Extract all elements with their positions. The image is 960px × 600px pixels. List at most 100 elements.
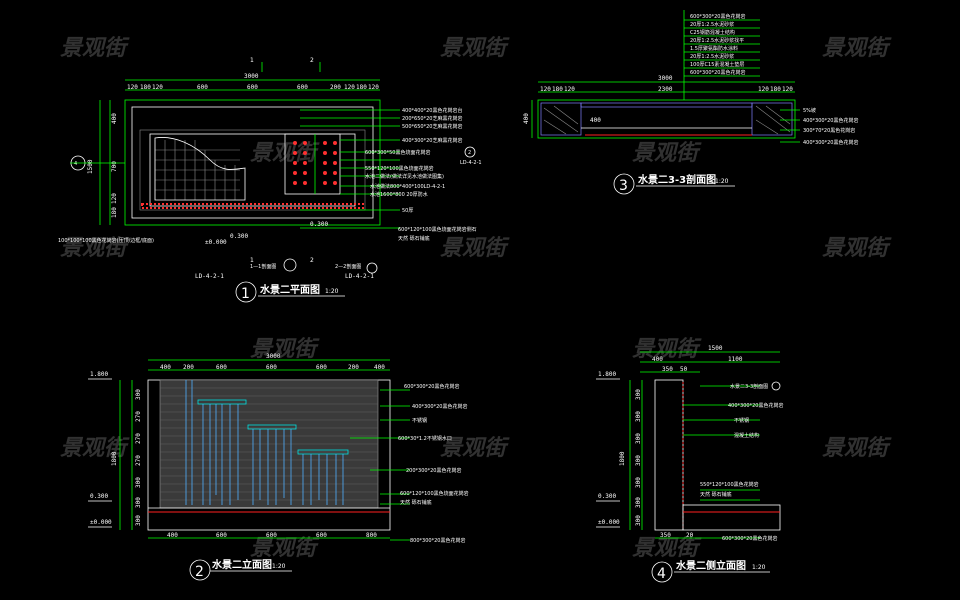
section-wall — [540, 102, 582, 136]
dim-left-total: 1500 — [87, 159, 94, 174]
watermark: 景观街 — [440, 36, 510, 61]
dim-top: 200 — [348, 364, 359, 371]
dim-top: 400 — [160, 364, 171, 371]
view-number: 2 — [195, 564, 204, 580]
note: 天然 砾石铺底 — [400, 499, 432, 506]
detail-ref: LD-4-2-1 — [460, 160, 482, 166]
note: 600*30*1.2不锈钢水口 — [398, 435, 452, 442]
elevation-marker-num: 4 — [74, 161, 77, 167]
dim-top: 200 — [330, 84, 341, 91]
note: 天然 砾石铺底 — [700, 491, 732, 498]
dim-left: 300 — [635, 515, 642, 526]
note: 600*120*100黑色烧面花岗岩 — [400, 490, 469, 497]
dim-left: 300 — [635, 497, 642, 508]
dim-left-total: 1800 — [619, 451, 626, 466]
note: 400*300*20黑色花岗岩 — [803, 117, 858, 124]
note: 50厚 — [402, 208, 413, 214]
watermark: 景观街 — [250, 337, 320, 362]
dim-bottom: 350 — [660, 532, 671, 539]
dim-bottom: 600 — [216, 532, 227, 539]
note: 200*300*20黑色花岗岩 — [406, 467, 461, 474]
dim-top: 180 — [770, 86, 781, 93]
leader-lines — [683, 385, 760, 539]
dim-top: 600 — [247, 84, 258, 91]
leader-lines — [780, 109, 800, 143]
note: 不锈钢 — [734, 417, 749, 424]
callout: 1—1剖面图 — [250, 263, 276, 270]
detail-ref-num: 2 — [468, 150, 471, 156]
elev-label: ±0.000 — [205, 239, 227, 246]
dim-left: 300 — [635, 411, 642, 422]
elev-label: 0.300 — [310, 221, 328, 228]
dim-top: 400 — [652, 356, 663, 363]
note: 100*100*100黑色花岗岩(压顶/边框/底面) — [58, 237, 154, 244]
dim-left: 270 — [135, 411, 142, 422]
dim-bottom: 800 — [366, 532, 377, 539]
watermark: 景观街 — [60, 236, 130, 261]
spout-ledge — [247, 424, 297, 430]
section-outline — [537, 99, 796, 139]
leader-lines — [300, 109, 400, 229]
dim-total: 3000 — [244, 73, 259, 80]
dim-bottom: 20 — [686, 532, 694, 539]
fountain-grid — [284, 133, 341, 195]
section-hatch — [543, 105, 791, 135]
section3-view: 600*300*20黑色花岗岩 20厚1:2.5水泥砂浆 C25钢筋混凝土结构 … — [523, 10, 858, 195]
dim-top: 2300 — [658, 86, 673, 93]
view-number-circle-icon — [651, 561, 673, 583]
ref: LD-4-2-1 — [195, 273, 224, 280]
view-scale: 1:20 — [272, 563, 286, 570]
note: 400*300*20黑色花岗岩 — [728, 402, 783, 409]
note: 600*300*20黑色花岗岩 — [722, 535, 777, 542]
section3-top-notes: 600*300*20黑色花岗岩 20厚1:2.5水泥砂浆 C25钢筋混凝土结构 … — [690, 13, 745, 76]
dim-left: 300 — [135, 497, 142, 508]
dim-left: 400 — [111, 113, 118, 124]
note: 20厚1:2.5水泥砂浆 — [690, 53, 734, 60]
dim-left: 300 — [635, 477, 642, 488]
view-number: 1 — [241, 286, 250, 302]
dim-top: 180 — [552, 86, 563, 93]
view-scale: 1:20 — [715, 178, 729, 185]
dim-bottom: 600 — [266, 532, 277, 539]
dim-left: 180 — [111, 207, 118, 218]
dim-top: 600 — [197, 84, 208, 91]
note: 不锈钢 — [412, 417, 427, 424]
dim-inner: 400 — [590, 117, 601, 124]
dim-top: 600 — [216, 364, 227, 371]
note: 水池二做法(做法详见水池做法图集) — [365, 173, 444, 180]
section-wall — [751, 102, 793, 136]
section-mark: 1 — [250, 57, 254, 64]
level-label: ±0.000 — [90, 519, 112, 526]
dim-total: 1500 — [708, 345, 723, 352]
dim-top2: 350 — [662, 366, 673, 373]
dim-top: 600 — [266, 364, 277, 371]
watermark: 景观街 — [632, 337, 702, 362]
basin-outline — [124, 99, 381, 226]
dim-left: 300 — [635, 455, 642, 466]
elevation2-view: 3000 400 200 600 600 600 200 400 1800 30… — [88, 353, 469, 581]
water-surface — [580, 102, 753, 108]
dim-left: 300 — [135, 515, 142, 526]
section-mark: 2 — [310, 257, 314, 264]
fountain-jets — [293, 141, 337, 185]
dim-top: 400 — [374, 364, 385, 371]
level-label: 0.300 — [598, 493, 616, 500]
note: 100厚C15素混凝土垫层 — [690, 61, 744, 68]
view-number-circle-icon — [189, 559, 211, 581]
dim-left: 700 — [111, 161, 118, 172]
note: 1.5厚聚氨酯防水涂料 — [690, 45, 738, 52]
dim-left: 270 — [135, 433, 142, 444]
side-wall — [654, 379, 684, 531]
watermark: 景观街 — [250, 536, 320, 561]
note: 水池1600*800 20厚防水 — [370, 191, 428, 198]
section-mark: 2 — [310, 57, 314, 64]
dim-top: 200 — [183, 364, 194, 371]
dim-top: 120 — [564, 86, 575, 93]
note: 水景二3-3剖面图 — [730, 383, 768, 390]
ref: LD-4-2-1 — [345, 273, 374, 280]
level-label: 1.800 — [598, 371, 616, 378]
note: 水池做法800*400*100LD-4-2-1 — [370, 183, 445, 190]
watermark: 景观街 — [440, 436, 510, 461]
section-callout-icon — [366, 262, 378, 274]
